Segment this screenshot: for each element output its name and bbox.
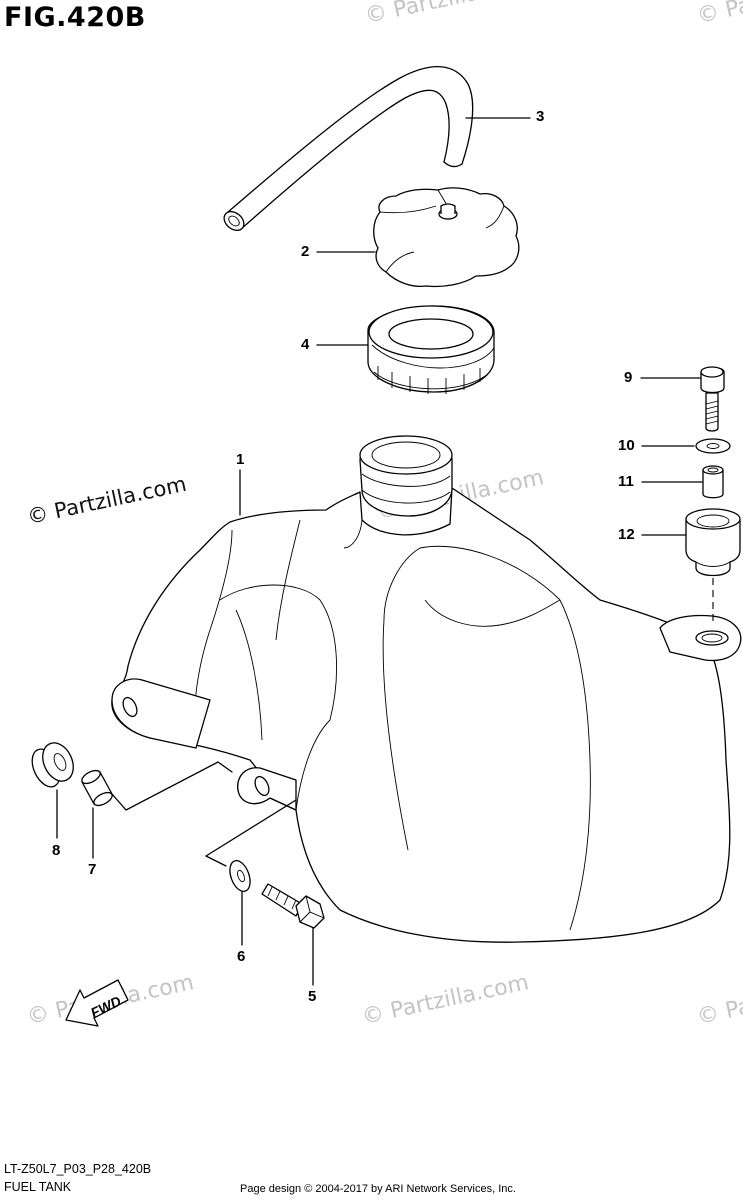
callout-6[interactable]: 6 (237, 948, 246, 965)
leader-lines (56, 117, 714, 986)
section-name: FUEL TANK (4, 1180, 72, 1194)
callout-5[interactable]: 5 (308, 988, 317, 1005)
collar-icon[interactable] (702, 465, 724, 499)
callout-2[interactable]: 2 (301, 243, 310, 260)
washer-icon[interactable] (226, 858, 254, 894)
callout-9[interactable]: 9 (624, 369, 633, 386)
callout-8[interactable]: 8 (52, 842, 61, 859)
callout-4[interactable]: 4 (301, 336, 310, 353)
mounting-bolt-icon[interactable] (261, 883, 325, 929)
bolt-icon[interactable] (700, 366, 725, 432)
fuel-cap-icon[interactable] (373, 187, 520, 288)
fwd-arrow-icon: FWD (65, 979, 129, 1027)
page-credit: Page design © 2004-2017 by ARI Network S… (240, 1183, 516, 1195)
callout-10[interactable]: 10 (618, 437, 635, 454)
figure-title: FIG.420B (4, 2, 146, 33)
callout-12[interactable]: 12 (618, 526, 635, 543)
callout-1[interactable]: 1 (236, 451, 245, 468)
model-code: LT-Z50L7_P03_P28_420B (4, 1162, 152, 1176)
washer-icon[interactable] (695, 438, 731, 454)
callout-7[interactable]: 7 (88, 861, 97, 878)
callout-3[interactable]: 3 (536, 108, 545, 125)
fuel-tank-icon[interactable] (111, 435, 742, 943)
cap-gasket-ring-icon[interactable] (367, 305, 495, 394)
grommet-icon[interactable] (27, 738, 79, 791)
rubber-cushion-icon[interactable] (685, 508, 741, 577)
breather-hose-icon[interactable] (220, 66, 474, 235)
collar-icon[interactable] (80, 768, 114, 808)
callout-11[interactable]: 11 (618, 473, 634, 490)
